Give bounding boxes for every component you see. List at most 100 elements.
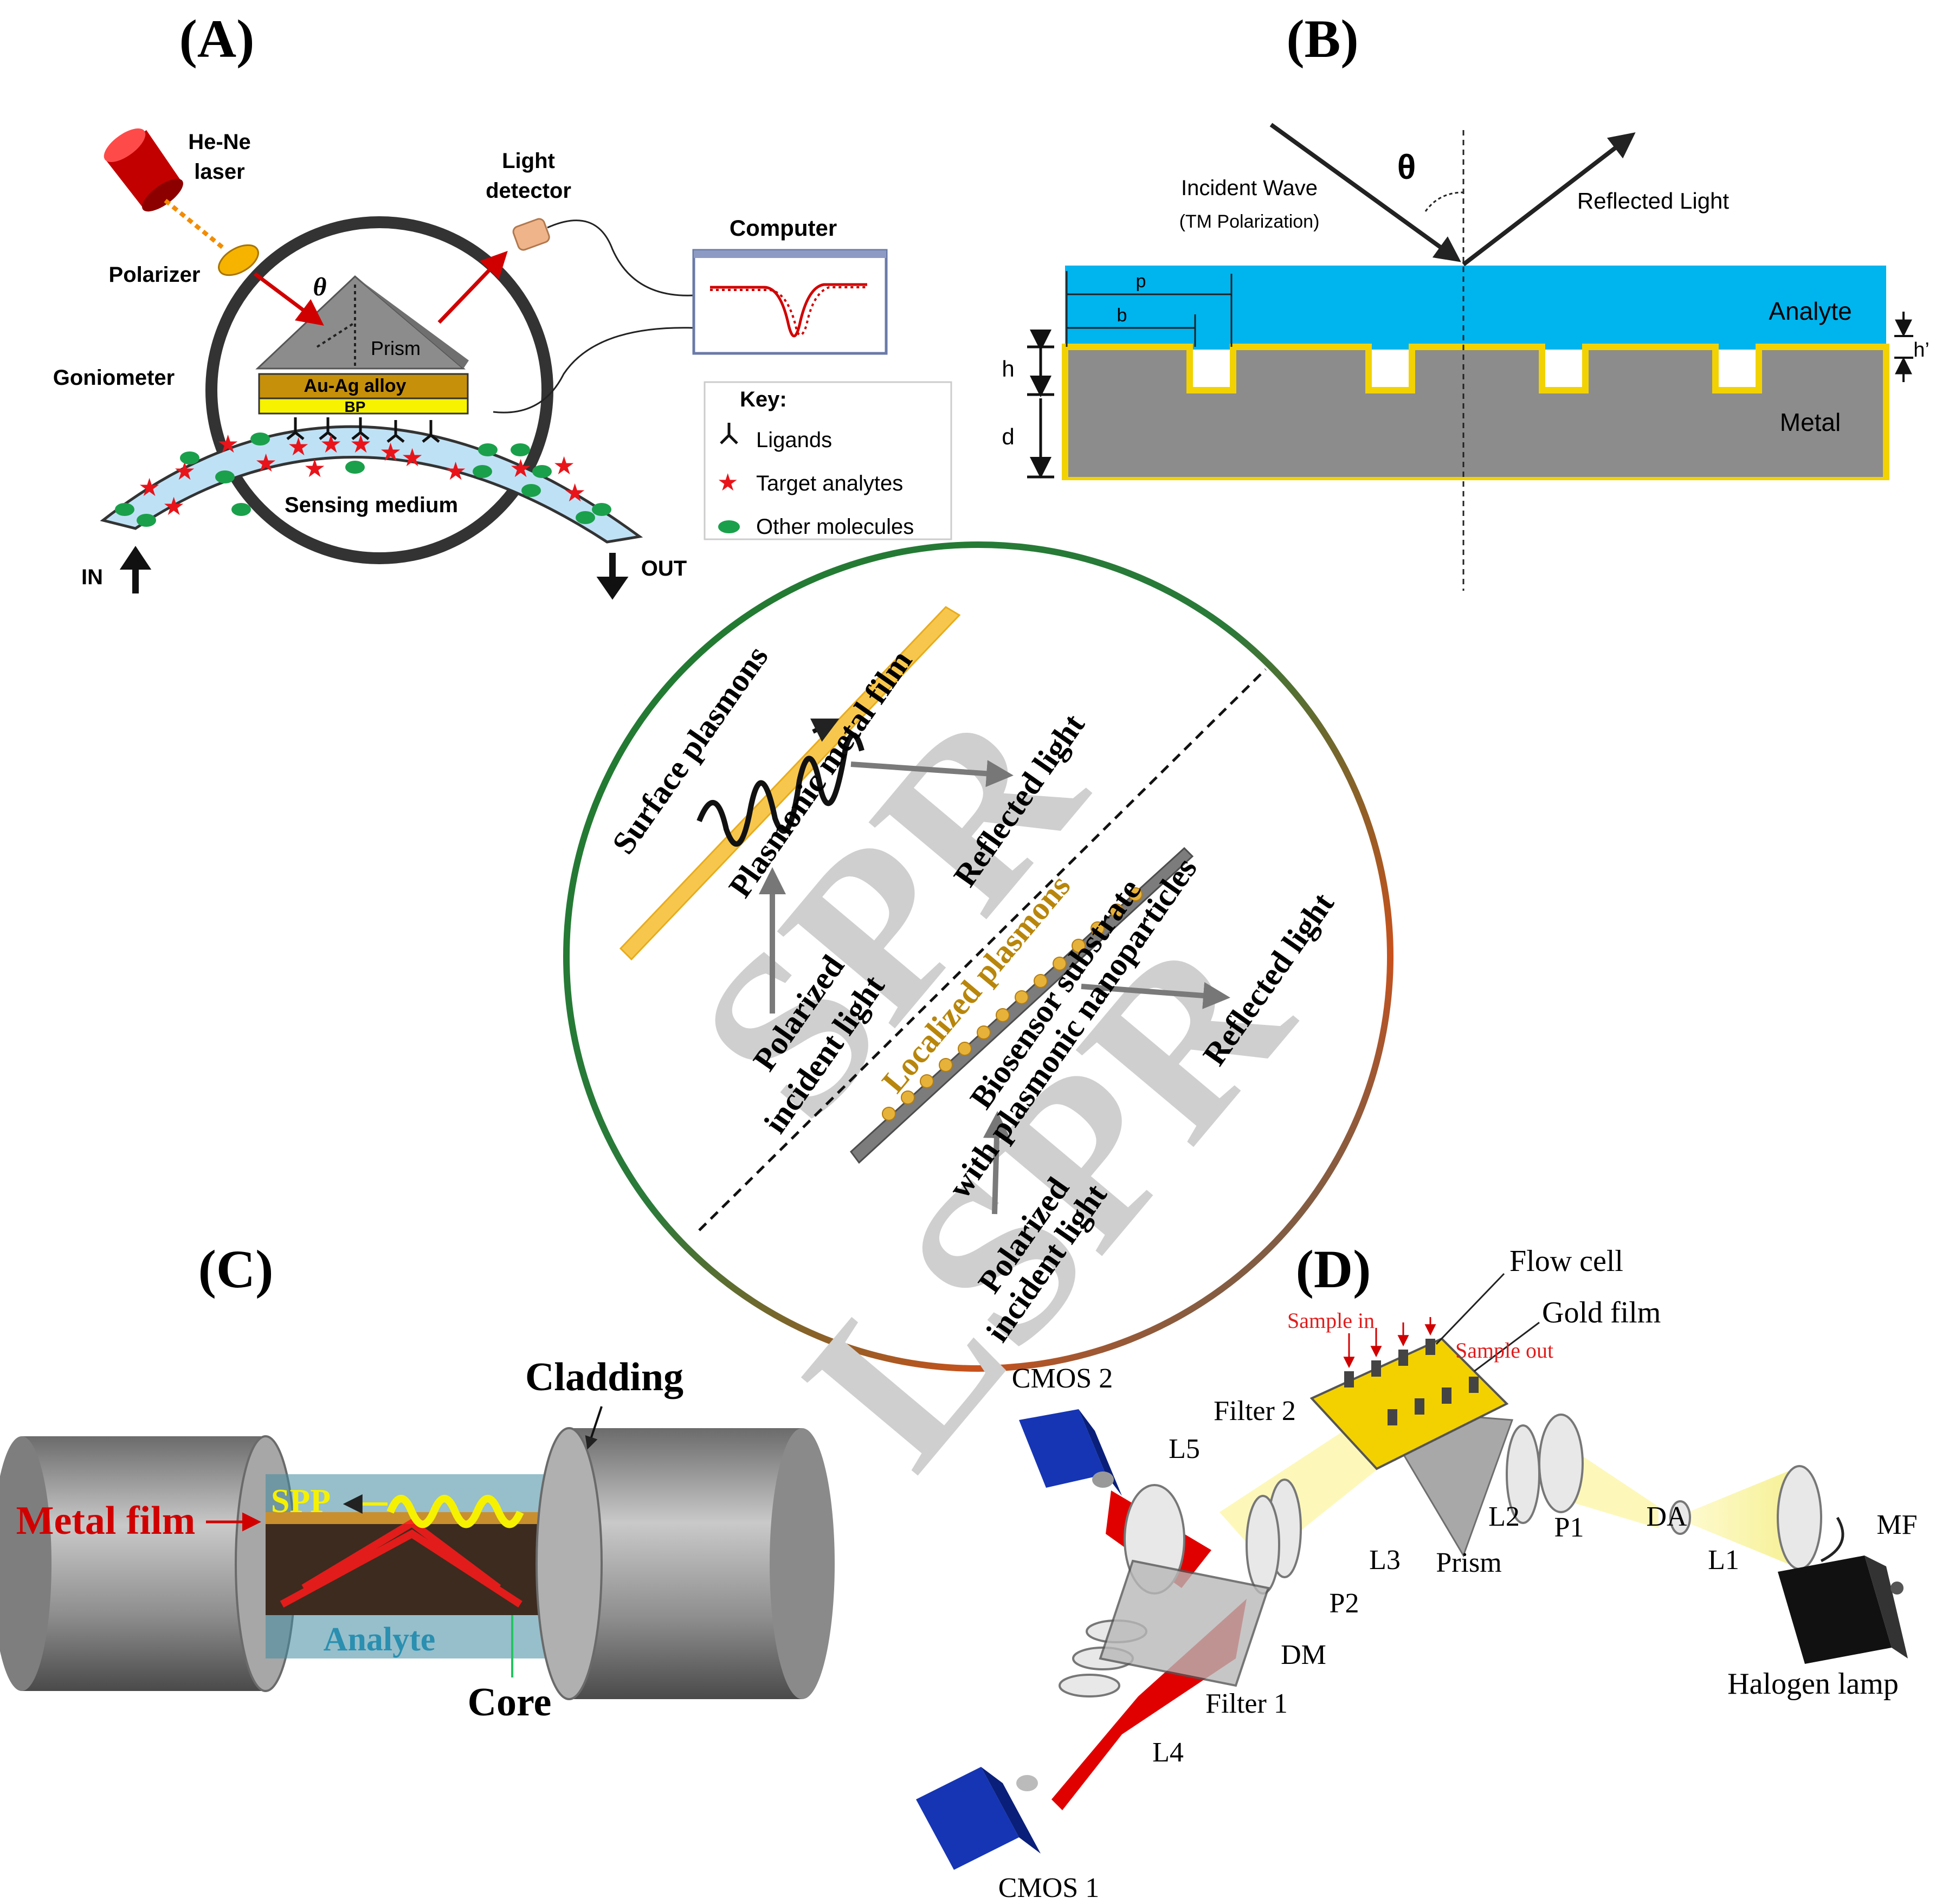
bottom-reflected-arrow [1081, 982, 1230, 1009]
prism [255, 275, 466, 370]
p1-label: P1 [1554, 1512, 1584, 1543]
mf-fiber [1820, 1516, 1844, 1563]
b-label: b [1117, 305, 1127, 326]
detector-cable [547, 220, 694, 296]
key-ligand-icon [720, 423, 738, 444]
out-label: OUT [641, 557, 687, 580]
svg-text:★: ★ [163, 492, 185, 520]
cmos-1-camera [916, 1767, 1041, 1870]
p-label: p [1136, 271, 1146, 292]
cladding-left [22, 1436, 266, 1691]
surface-plasmon-arrow [810, 718, 840, 742]
l4-label: L4 [1152, 1737, 1184, 1768]
prism-dotted [316, 321, 356, 348]
prism-side [355, 276, 469, 369]
flow-cell-ports [1344, 1339, 1479, 1425]
sample-in-label: Sample in [1287, 1308, 1375, 1333]
out-arrow [596, 553, 629, 600]
halogen-lamp [1778, 1556, 1908, 1664]
gold-film-label: Gold film [1542, 1296, 1661, 1329]
d-label: d [1002, 424, 1014, 449]
cladding-label: Cladding [525, 1355, 683, 1399]
cladding-right-end [770, 1428, 835, 1699]
h-prime-label: h’ [1913, 339, 1930, 362]
core-label: Core [468, 1680, 552, 1725]
svg-text:★: ★ [287, 433, 309, 461]
laser-label-line2: laser [194, 160, 244, 184]
panel-b: (B) Analyte Metal θ Incident Wave (TM Po… [1002, 9, 1930, 591]
cmos-2-camera [1019, 1409, 1122, 1496]
metal-base-cover [1068, 398, 1883, 477]
svg-text:★: ★ [509, 454, 532, 482]
p2-label: P2 [1330, 1588, 1359, 1619]
sample-out-label: Sample out [1455, 1338, 1553, 1363]
filter2-label: Filter 2 [1214, 1396, 1296, 1427]
panel-c-label: (C) [198, 1239, 274, 1299]
analyte-layer [1065, 266, 1886, 350]
core-rod [266, 1518, 569, 1615]
cladding-pointer [585, 1406, 603, 1450]
panel-a-label: (A) [179, 9, 255, 69]
l3-label: L3 [1369, 1545, 1401, 1576]
computer-cable [493, 327, 694, 414]
cladding-right-face [535, 1427, 603, 1700]
panel-b-label: (B) [1286, 9, 1358, 69]
svg-text:★: ★ [401, 443, 423, 472]
other-molecules [115, 433, 611, 527]
cmos1-label: CMOS 1 [998, 1873, 1099, 1903]
dichroic-mirror [1099, 1559, 1270, 1687]
panel-c: (C) SPP Analyte Cladding Metal film Core [0, 1239, 835, 1725]
metal-label: Metal [1780, 408, 1841, 436]
svg-text:★: ★ [138, 473, 160, 501]
metal-film-label: Metal film [16, 1499, 196, 1543]
bp-label: BP [345, 398, 366, 415]
he-ne-laser [104, 128, 183, 212]
key-box: Key: Ligands ★ Target analytes Other mol… [704, 381, 952, 540]
key-molecule-icon [718, 520, 740, 533]
bp-layer [258, 397, 469, 415]
cladding-right [569, 1428, 802, 1699]
top-reflected-arrow [850, 760, 1014, 788]
svg-text:★: ★ [304, 454, 326, 482]
mf-label: MF [1876, 1509, 1917, 1540]
light-detector [512, 218, 550, 251]
flow-cell-label: Flow cell [1509, 1244, 1623, 1278]
theta-arc-b [1424, 191, 1464, 212]
theta-a: θ [313, 273, 327, 301]
divider-line [698, 668, 1267, 1231]
svg-text:★: ★ [379, 438, 402, 466]
key-title: Key: [740, 388, 787, 411]
nanoparticles [882, 887, 1143, 1121]
spp-wave [386, 1495, 524, 1528]
cladding-left-end [0, 1436, 51, 1691]
sensing-medium-label: Sensing medium [285, 493, 458, 517]
ligands [286, 417, 440, 443]
surface-plasmon-wave [696, 732, 864, 847]
incident-wave-label: Incident Wave [1181, 176, 1318, 200]
reflected-light-label: Reflected Light [1577, 188, 1730, 214]
tm-polarization-label: (TM Polarization) [1179, 211, 1320, 232]
goniometer-ring [205, 216, 553, 564]
prism-label: Prism [371, 337, 421, 359]
in-arrow [119, 546, 152, 593]
d-prism-label: Prism [1436, 1547, 1501, 1578]
panel-d-label: (D) [1296, 1239, 1371, 1299]
key-item-molecules: Other molecules [756, 515, 914, 539]
alloy-label: Au-Ag alloy [304, 376, 407, 396]
l2-label: L2 [1488, 1501, 1520, 1532]
panel-a: (A) Prism Au-Ag alloy BP ★★★ ★★★ ★★★ [53, 9, 952, 600]
svg-text:★: ★ [255, 449, 277, 477]
filter1-label: Filter 1 [1205, 1688, 1288, 1719]
reflected-ray-a [437, 250, 508, 324]
h-label: h [1002, 356, 1014, 382]
in-label: IN [81, 565, 103, 589]
laser-beam [164, 198, 227, 251]
computer-screen [692, 249, 888, 355]
l5-label: L5 [1169, 1434, 1200, 1464]
laser-label-line1: He-Ne [188, 130, 251, 154]
svg-text:★: ★ [553, 451, 575, 480]
center-ring [563, 541, 1393, 1372]
svg-text:★: ★ [444, 457, 467, 485]
da-label: DA [1646, 1501, 1687, 1532]
